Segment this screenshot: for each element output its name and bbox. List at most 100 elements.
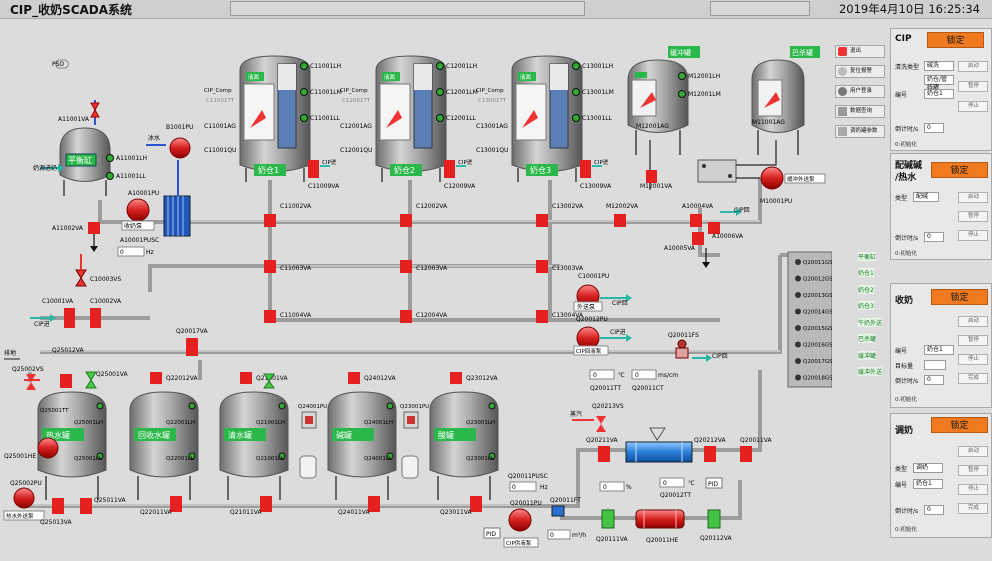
alkali-stop-button[interactable]: 停止 <box>958 230 988 241</box>
tag-top-valve: Q24012VA <box>364 375 397 382</box>
cipback-label-3: CIP回 <box>712 353 728 360</box>
tiaonai-lock-button[interactable]: 锁定 <box>931 417 988 433</box>
tiaonai-status: 0:初始化 <box>895 527 917 533</box>
tiaonai-done-button[interactable]: 完成 <box>958 503 988 514</box>
tank-alkali[interactable]: 碱罐 <box>327 391 397 500</box>
tiaonai-stop-button[interactable]: 停止 <box>958 484 988 495</box>
valve-bottom[interactable] <box>470 496 482 512</box>
huanchong-group: 缓冲罐 M12001LH M12001LM M12001AG 巴杀罐 M1100… <box>606 46 826 268</box>
tag-level: C11001LM <box>310 89 342 96</box>
quick-button-column: 退出 复位报警 用户登录 数据查询 调奶罐参数 <box>832 18 890 148</box>
alkali-pause-button[interactable]: 暂停 <box>958 211 988 222</box>
valve-002[interactable] <box>536 214 548 227</box>
tag-Q20011PUSC: Q20011PUSC <box>508 473 548 480</box>
chiller <box>163 195 191 237</box>
reset-alarm-button[interactable]: 复位报警 <box>835 65 885 78</box>
receive-lock-button[interactable]: 锁定 <box>931 289 988 305</box>
receive-pause-button[interactable]: 暂停 <box>958 335 988 346</box>
tag-M10001PU: M10001PU <box>760 198 792 205</box>
wash-type-field[interactable]: 碱洗 <box>924 61 954 71</box>
tank-acid[interactable]: 酸罐 <box>429 391 499 500</box>
gs-sensor <box>795 358 801 364</box>
valve-bottom[interactable] <box>368 496 380 512</box>
query-icon <box>838 107 847 116</box>
cip-pause-button[interactable]: 暂停 <box>958 81 988 92</box>
user-login-button[interactable]: 用户登录 <box>835 85 885 98</box>
manifold: Q20011GSQ20012GSQ20013GSQ20014GSQ20015GS… <box>787 251 832 388</box>
flow-value: 0 <box>550 532 554 539</box>
valve-cip-in[interactable] <box>444 160 455 178</box>
alkali-start-button[interactable]: 启动 <box>958 192 988 203</box>
process-diagram: PSO A11001VA 平衡缸 A11001LH A11001LL 奶源进奶 … <box>3 46 832 548</box>
unit-hz-2: Hz <box>540 484 548 491</box>
tag-M11001AG: M11001AG <box>752 119 785 126</box>
valve-bottom[interactable] <box>260 496 272 512</box>
exit-button[interactable]: 退出 <box>835 45 885 58</box>
valve-003[interactable] <box>400 260 412 273</box>
receive-panel-title: 收奶 <box>895 296 914 306</box>
unit-hz: Hz <box>146 249 154 256</box>
gs-tag: Q20013GS <box>803 293 832 299</box>
route-field[interactable]: 奶仓/管线罐 <box>924 75 954 91</box>
tank-recycle[interactable]: 回收水罐 <box>129 391 199 500</box>
tank-basha[interactable] <box>751 59 805 155</box>
tag-pu: Q23001PU <box>400 404 429 410</box>
tiaonai-start-button[interactable]: 启动 <box>958 446 988 457</box>
valve-top[interactable] <box>450 372 462 384</box>
valve-004[interactable] <box>400 310 412 323</box>
level-sensor <box>96 452 104 460</box>
tag-Q20112VA: Q20112VA <box>700 535 733 542</box>
valve-cip-in[interactable] <box>308 160 319 178</box>
tag-M12001AG: M12001AG <box>636 123 669 130</box>
tag-A10004VA: A10004VA <box>682 203 714 210</box>
tiaonai-params-button[interactable]: 调奶罐参数 <box>835 125 885 138</box>
tank-pingheng[interactable]: 平衡缸 <box>59 127 111 196</box>
data-query-button[interactable]: 数据查询 <box>835 105 885 118</box>
valve-green[interactable] <box>263 373 275 382</box>
cipjin-label-1: CIP进 <box>34 320 50 328</box>
paizhu-label: 排地 <box>4 349 16 357</box>
valve-bottom[interactable] <box>170 496 182 512</box>
app-title: CIP_收奶SCADA系统 <box>10 3 133 17</box>
alkali-type-field[interactable]: 配碱 <box>913 192 939 202</box>
cip-lock-button[interactable]: 锁定 <box>927 32 984 48</box>
alkali-lock-button[interactable]: 锁定 <box>931 162 988 178</box>
receive-num-field[interactable]: 奶仓1 <box>924 345 954 355</box>
tag-c009: C12009VA <box>444 183 476 190</box>
cip-start-button[interactable]: 启动 <box>958 61 988 72</box>
bottom-tanks: 热水罐Q25001LHQ25001LLQ25001TT回收水罐Q22001LHQ… <box>37 372 499 516</box>
level-sensor <box>436 62 444 70</box>
tag-c004: C11004VA <box>280 312 312 319</box>
receive-stop-button[interactable]: 停止 <box>958 354 988 365</box>
tiaonai-pause-button[interactable]: 暂停 <box>958 465 988 476</box>
tag-Q20213VS: Q20213VS <box>592 403 624 410</box>
tiaonai-type-field[interactable]: 调奶 <box>913 463 943 473</box>
valve-top[interactable] <box>150 372 162 384</box>
valve-004[interactable] <box>264 310 276 323</box>
tank-huanchong[interactable] <box>627 59 689 155</box>
tiaonai-num-field[interactable]: 奶仓1 <box>913 479 943 489</box>
tag-Q20012PU: Q20012PU <box>576 316 608 323</box>
receive-start-button[interactable]: 启动 <box>958 316 988 327</box>
gs-tag: Q20014GS <box>803 310 832 316</box>
valve-002[interactable] <box>400 214 412 227</box>
valve-top[interactable] <box>348 372 360 384</box>
valve-cip-in[interactable] <box>580 160 591 178</box>
milk-tanks: 液面奶仓1C11001LHC11001LMC11001LLCIP_CompC11… <box>204 55 614 323</box>
valve-002[interactable] <box>264 214 276 227</box>
cip-timer-label: 倒计时/s <box>895 126 919 133</box>
valve-004[interactable] <box>536 310 548 323</box>
cip-num-field[interactable]: 奶仓1 <box>924 89 954 99</box>
cip-stop-button[interactable]: 停止 <box>958 101 988 112</box>
valve-003[interactable] <box>264 260 276 273</box>
receive-target-field[interactable] <box>924 360 946 370</box>
valve-top[interactable] <box>240 372 252 384</box>
receive-done-button[interactable]: 完成 <box>958 373 988 384</box>
cip-panel-title: CIP <box>895 34 912 44</box>
valve-003[interactable] <box>536 260 548 273</box>
tank-clean[interactable]: 清水罐 <box>219 391 289 500</box>
tag-C10002VA: C10002VA <box>90 298 122 305</box>
